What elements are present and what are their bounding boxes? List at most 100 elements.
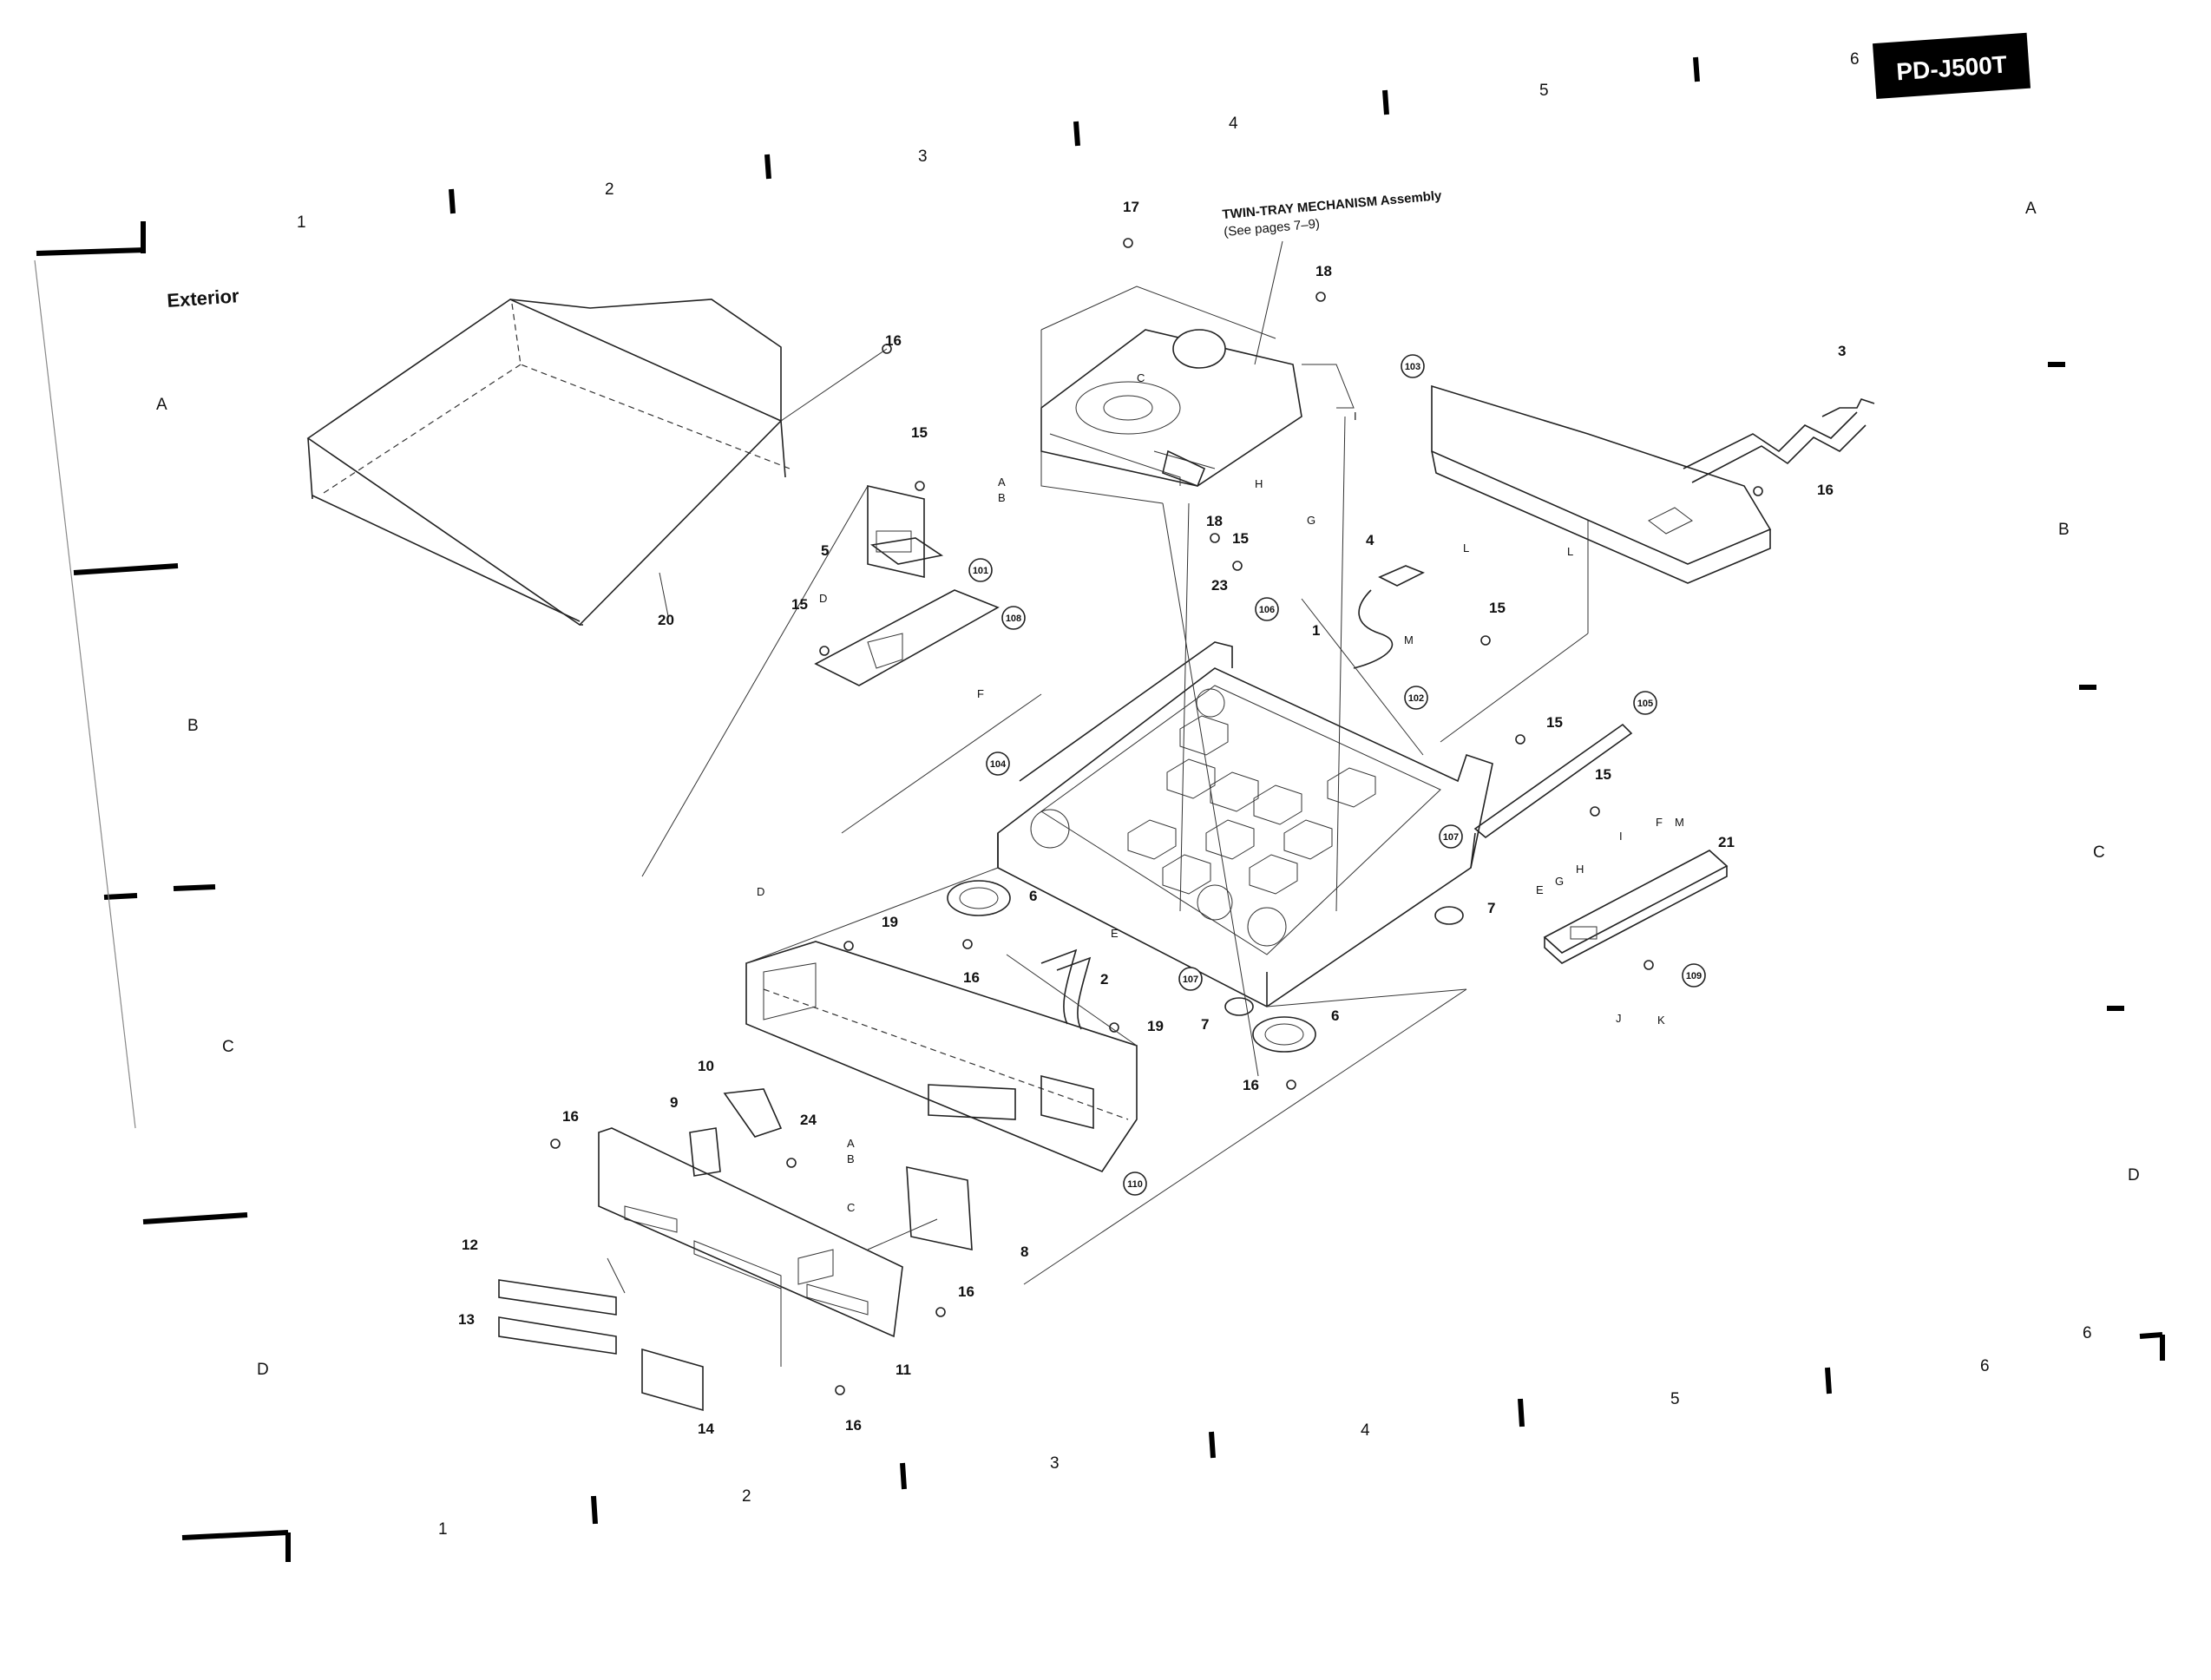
connector-letter: C bbox=[847, 1201, 855, 1214]
circled-part-label: 110 bbox=[1127, 1179, 1143, 1190]
part-label: 1 bbox=[1312, 622, 1320, 639]
part-label: 15 bbox=[1489, 600, 1506, 616]
part-label: 10 bbox=[698, 1058, 714, 1074]
circled-part-102: 102 bbox=[1405, 686, 1427, 709]
grid-right-label: 6 bbox=[2083, 1324, 2092, 1342]
small-brackets bbox=[690, 1089, 972, 1250]
part-label: 15 bbox=[911, 424, 928, 441]
connector-letter: F bbox=[1656, 816, 1663, 829]
front-panel bbox=[599, 1128, 902, 1336]
part-label: 16 bbox=[1817, 482, 1834, 498]
circled-part-107: 107 bbox=[1179, 968, 1202, 990]
part-label: 19 bbox=[1147, 1018, 1164, 1034]
leader-lines bbox=[607, 349, 1588, 1367]
connector-letter: K bbox=[1657, 1014, 1665, 1027]
circled-part-label: 102 bbox=[1408, 693, 1424, 704]
part-label: 18 bbox=[1315, 263, 1332, 279]
grid-left-label: A bbox=[156, 396, 167, 414]
connector-letter: G bbox=[1555, 875, 1564, 888]
grid-right: A B C D 6 bbox=[2025, 200, 2140, 1342]
connector-letter: M bbox=[1404, 633, 1414, 646]
assembly-callout: TWIN-TRAY MECHANISM Assembly (See pages … bbox=[1222, 188, 1445, 240]
part-label: 18 bbox=[1206, 513, 1223, 529]
connector-letter: E bbox=[1536, 883, 1544, 896]
part-label: 11 bbox=[896, 1362, 911, 1378]
grid-top-label: 2 bbox=[605, 180, 614, 199]
connector-letter: G bbox=[1307, 514, 1315, 527]
circled-part-104: 104 bbox=[987, 752, 1009, 775]
grid-top-label: 6 bbox=[1850, 50, 1860, 69]
connector-letters: A B C G H I D F L M L D E A B C E G H I … bbox=[757, 371, 1684, 1214]
circled-part-101: 101 bbox=[969, 559, 992, 581]
rear-board bbox=[1432, 386, 1770, 583]
part-label: 19 bbox=[882, 914, 898, 930]
part-label: 9 bbox=[670, 1094, 678, 1111]
part-label: 16 bbox=[562, 1108, 579, 1125]
model-badge: PD-J500T bbox=[1873, 33, 2031, 99]
part-label: 17 bbox=[1123, 199, 1139, 215]
registration-marks bbox=[35, 57, 2162, 1562]
part-label: 3 bbox=[1838, 343, 1846, 359]
circled-part-label: 107 bbox=[1183, 975, 1198, 985]
window-parts bbox=[499, 1280, 703, 1410]
grid-top-label: 4 bbox=[1229, 115, 1238, 133]
grid-top-label: 3 bbox=[918, 148, 928, 166]
connector-letter: F bbox=[977, 687, 984, 700]
grid-bottom-label: 6 bbox=[1980, 1357, 1990, 1375]
circled-part-109: 109 bbox=[1683, 964, 1705, 987]
part-label: 14 bbox=[698, 1421, 714, 1437]
part-label: 24 bbox=[800, 1112, 817, 1128]
part-label: 16 bbox=[958, 1283, 974, 1300]
ribbon-cable bbox=[1683, 399, 1874, 482]
part-label: 20 bbox=[658, 612, 674, 628]
grid-bottom-label: 2 bbox=[742, 1487, 751, 1506]
part-label: 16 bbox=[963, 969, 980, 986]
part-label: 16 bbox=[1243, 1077, 1259, 1093]
grid-right-label: A bbox=[2025, 200, 2037, 218]
connector-letter: H bbox=[1576, 863, 1584, 876]
screws bbox=[551, 239, 1762, 1395]
part-label: 13 bbox=[458, 1311, 475, 1328]
connector-letter: A bbox=[847, 1137, 855, 1150]
right-board bbox=[1545, 850, 1727, 963]
connector-letter: D bbox=[819, 592, 827, 605]
part-label: 15 bbox=[791, 596, 808, 613]
part-label: 7 bbox=[1201, 1016, 1209, 1033]
grid-bottom-label: 5 bbox=[1670, 1390, 1680, 1408]
circled-part-106: 106 bbox=[1256, 598, 1278, 620]
circled-part-label: 105 bbox=[1637, 699, 1653, 709]
grid-top-label: 5 bbox=[1539, 82, 1549, 100]
grid-bottom-label: 4 bbox=[1361, 1421, 1370, 1440]
connector-letter: B bbox=[998, 491, 1006, 504]
part-label: 15 bbox=[1595, 766, 1611, 783]
part-label: 6 bbox=[1331, 1007, 1339, 1024]
connector-letter: I bbox=[1619, 830, 1623, 843]
part-label: 23 bbox=[1211, 577, 1228, 594]
front-board bbox=[746, 942, 1137, 1171]
grid-bottom-label: 3 bbox=[1050, 1454, 1060, 1473]
circled-part-108: 108 bbox=[1002, 607, 1025, 629]
circled-part-label: 106 bbox=[1259, 605, 1275, 615]
twin-tray-mechanism bbox=[1041, 286, 1354, 503]
section-title: Exterior bbox=[167, 285, 240, 312]
circled-part-label: 104 bbox=[990, 759, 1007, 770]
part-label: 15 bbox=[1546, 714, 1563, 731]
grid-bottom-label: 1 bbox=[438, 1520, 448, 1539]
top-cover bbox=[308, 299, 790, 625]
connector-letter: J bbox=[1616, 1012, 1622, 1025]
connector-letter: C bbox=[1137, 371, 1145, 384]
circled-part-107: 107 bbox=[1440, 825, 1462, 848]
ac-cord bbox=[1354, 566, 1423, 668]
grid-left-label: D bbox=[257, 1361, 269, 1379]
grid-right-label: D bbox=[2128, 1166, 2140, 1185]
connector-letter: B bbox=[847, 1152, 855, 1165]
circled-part-105: 105 bbox=[1634, 692, 1657, 714]
connector-letter: M bbox=[1675, 816, 1684, 829]
connector-letter: D bbox=[757, 885, 764, 898]
connector-letter: E bbox=[1111, 927, 1119, 940]
grid-right-label: C bbox=[2093, 843, 2105, 862]
part-label: 7 bbox=[1487, 900, 1495, 916]
connector-letter: I bbox=[1354, 410, 1357, 423]
part-label: 6 bbox=[1029, 888, 1037, 904]
